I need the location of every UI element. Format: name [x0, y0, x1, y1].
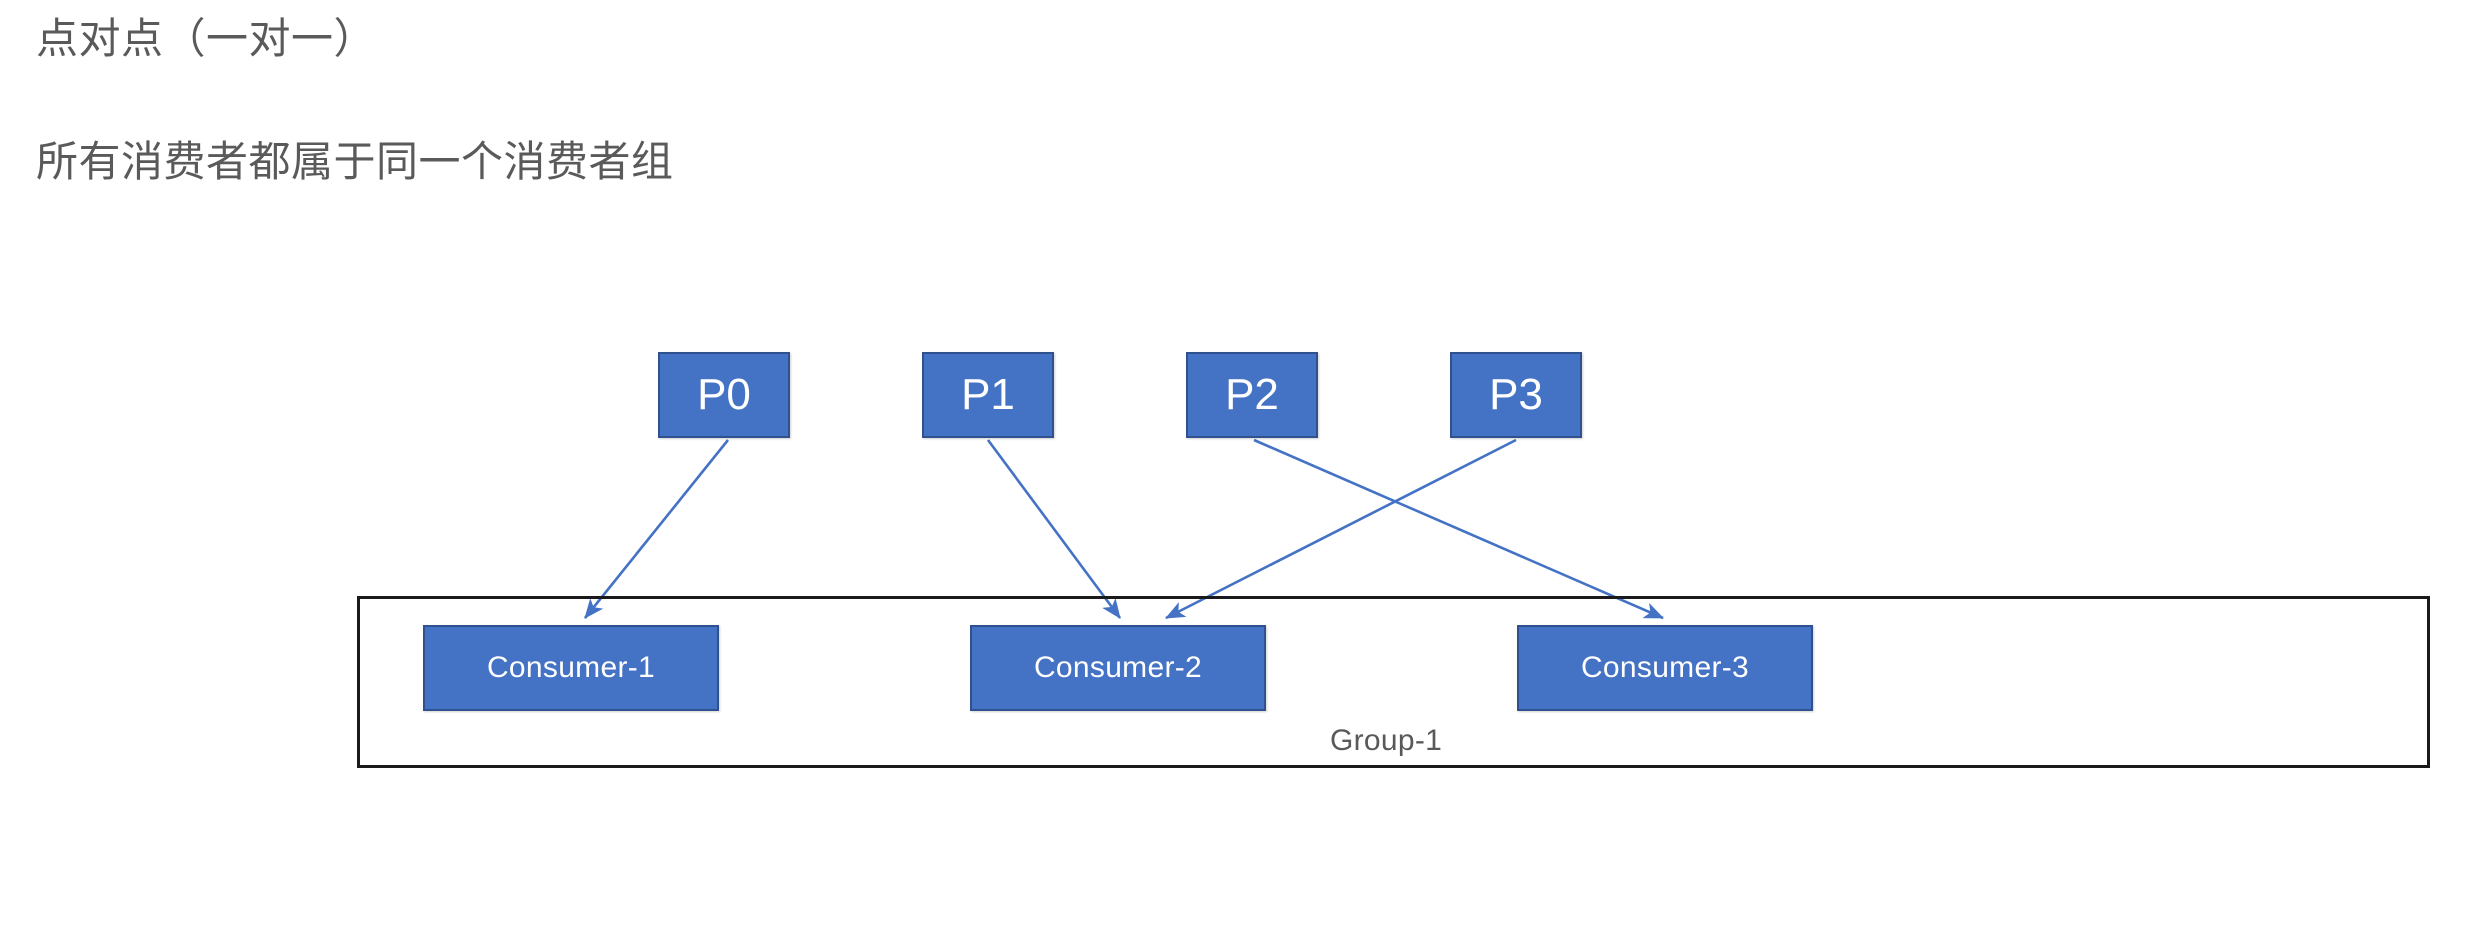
partition-label-p3: P3 [1489, 370, 1543, 419]
page-subtitle: 所有消费者都属于同一个消费者组 [36, 138, 674, 185]
consumer-box-1[interactable]: Consumer-1 [423, 625, 719, 711]
page-title: 点对点（一对一） [36, 15, 377, 62]
partition-box-p0[interactable]: P0 [658, 352, 790, 438]
partition-box-p3[interactable]: P3 [1450, 352, 1582, 438]
consumer-label-1: Consumer-1 [486, 651, 656, 684]
consumer-box-3[interactable]: Consumer-3 [1517, 625, 1813, 711]
consumer-label-3: Consumer-3 [1580, 651, 1750, 684]
partition-label-p2: P2 [1225, 370, 1279, 419]
arrow-p0-to-consumer-1 [583, 439, 730, 619]
partition-box-p2[interactable]: P2 [1186, 352, 1318, 438]
consumer-label-2: Consumer-2 [1033, 651, 1203, 684]
arrow-p2-to-consumer-3 [1253, 438, 1664, 620]
partition-label-p1: P1 [961, 370, 1015, 419]
partition-box-p1[interactable]: P1 [922, 352, 1054, 438]
partition-label-p0: P0 [697, 370, 751, 419]
consumer-group-label: Group-1 [1330, 724, 1443, 757]
arrow-p1-to-consumer-2 [986, 439, 1122, 619]
consumer-group-container[interactable] [357, 596, 2430, 768]
consumer-box-2[interactable]: Consumer-2 [970, 625, 1266, 711]
arrow-p3-to-consumer-2 [1165, 438, 1517, 620]
